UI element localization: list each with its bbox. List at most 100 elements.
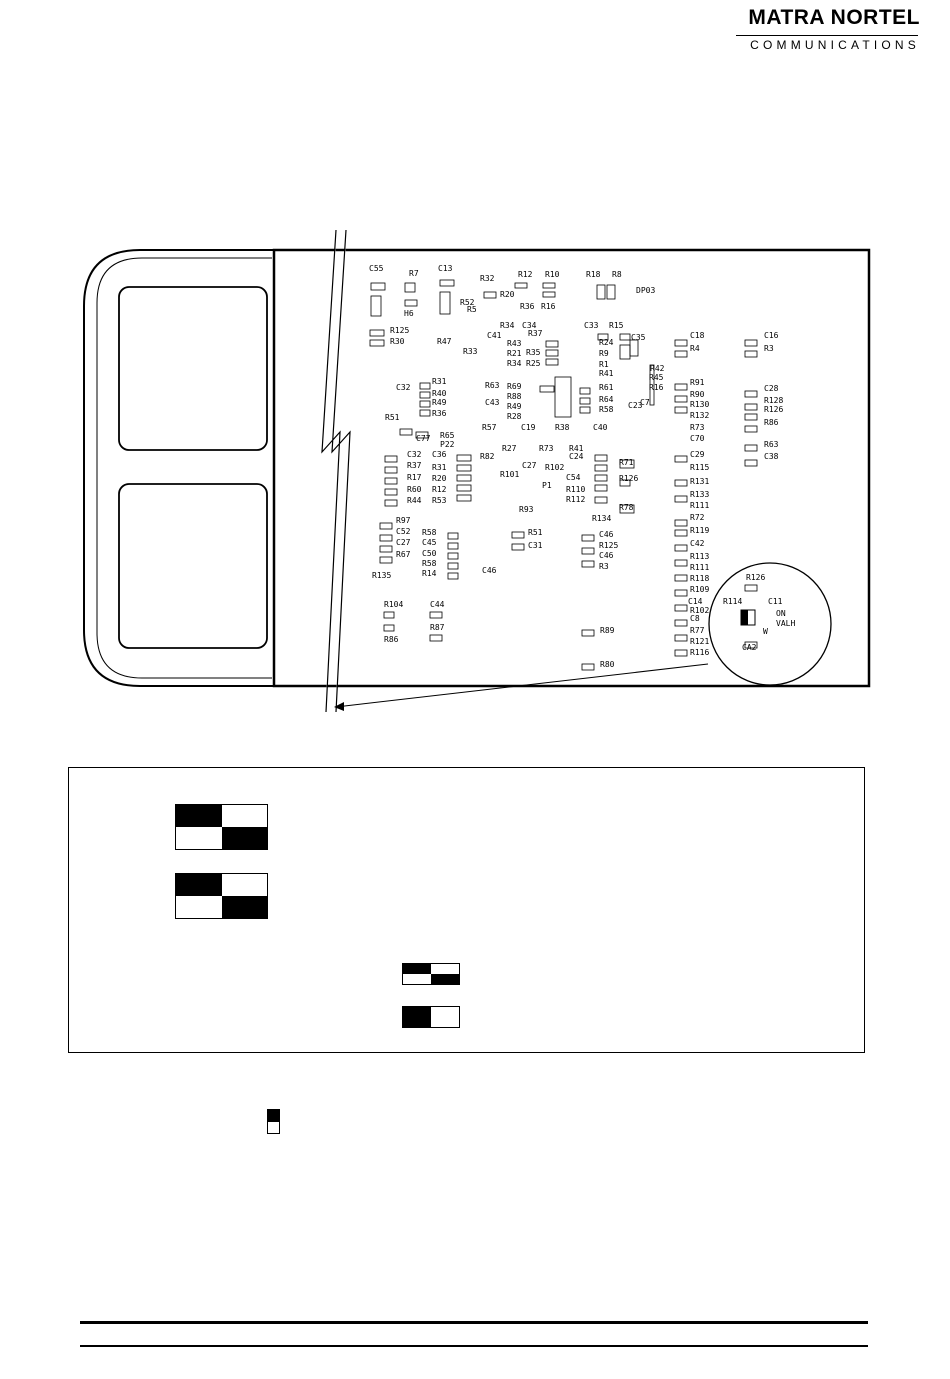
component-label: C8 (690, 614, 700, 623)
component-label: R65 (440, 431, 455, 440)
component-label: R42 (650, 364, 665, 373)
component-label: R116 (690, 648, 709, 657)
component-label: R36 (432, 409, 447, 418)
component-label: R125 (390, 326, 409, 335)
component-pad (545, 349, 559, 357)
component-pad (542, 291, 556, 298)
component-label: R31 (432, 377, 447, 386)
component-pad (439, 291, 451, 315)
component-label: R58 (422, 559, 437, 568)
component-pad (511, 543, 525, 551)
component-label: R101 (500, 470, 519, 479)
component-label: R32 (480, 274, 495, 283)
component-pad (545, 358, 559, 366)
component-label: R131 (690, 477, 709, 486)
component-label: R134 (592, 514, 611, 523)
switch-cell (221, 827, 267, 849)
component-label: R130 (690, 400, 709, 409)
component-label: C32 (407, 450, 422, 459)
component-pad (554, 376, 572, 418)
switch-cell (176, 896, 222, 918)
component-label: R24 (599, 338, 614, 347)
component-pad (447, 552, 459, 560)
component-pad (542, 282, 556, 289)
logo-sub: COMMUNICATIONS (750, 38, 920, 52)
component-pad (744, 339, 758, 347)
component-pad (579, 397, 591, 405)
component-label: C24 (569, 452, 584, 461)
component-label: R72 (690, 513, 705, 522)
component-label: C14 (688, 597, 703, 606)
component-pad (619, 333, 631, 341)
component-label: R128 (764, 396, 783, 405)
component-pad (744, 459, 758, 467)
component-pad (619, 459, 635, 469)
component-pad (456, 484, 472, 492)
component-label: C35 (631, 333, 646, 342)
component-pad (594, 454, 608, 462)
component-pad (744, 584, 758, 592)
zoom-arrowhead (334, 702, 344, 711)
component-label: R110 (566, 485, 585, 494)
switch-cell (221, 896, 267, 918)
component-label: C7 (640, 398, 650, 407)
component-label: C46 (599, 551, 614, 560)
zoom-arrow (335, 663, 709, 708)
component-pad (419, 400, 431, 408)
component-label: R102 (545, 463, 564, 472)
footnote-switch-symbol (267, 1109, 280, 1134)
component-pad (674, 559, 688, 567)
zoom-circle (708, 562, 832, 686)
logo-main: MATRA NORTEL (748, 6, 920, 29)
component-pad (379, 545, 393, 553)
component-pad (606, 284, 616, 300)
component-pad (456, 474, 472, 482)
component-pad (456, 454, 472, 462)
component-label: VALH (776, 619, 795, 628)
bezel-inner (96, 257, 272, 679)
switch-cell (403, 974, 431, 984)
component-label: R112 (566, 495, 585, 504)
component-label: P22 (440, 440, 455, 449)
component-label: R16 (649, 383, 664, 392)
component-pad (674, 479, 688, 487)
switch-setting-4 (402, 1006, 460, 1028)
component-label: R3 (764, 344, 774, 353)
component-label: R61 (599, 383, 614, 392)
component-pad (619, 344, 631, 360)
component-label: R126 (746, 573, 765, 582)
component-label: R86 (384, 635, 399, 644)
component-label: R38 (555, 423, 570, 432)
component-pad (384, 466, 398, 474)
switch-cell (176, 805, 222, 827)
component-label: R20 (500, 290, 515, 299)
component-label: R34 (507, 359, 522, 368)
component-label: R58 (422, 528, 437, 537)
component-label: R126 (764, 405, 783, 414)
component-label: R43 (507, 339, 522, 348)
component-label: C27 (522, 461, 537, 470)
switch-cell (431, 964, 459, 974)
component-pad (419, 382, 431, 390)
component-label: R25 (526, 359, 541, 368)
component-label: C16 (764, 331, 779, 340)
component-label: P1 (542, 481, 552, 490)
component-label: R114 (723, 597, 742, 606)
component-label: R41 (569, 444, 584, 453)
component-label: R53 (432, 496, 447, 505)
component-label: R3 (599, 562, 609, 571)
component-label: R51 (385, 413, 400, 422)
component-label: R58 (599, 405, 614, 414)
switch-cell (221, 874, 267, 896)
component-label: R8 (612, 270, 622, 279)
switch-cell (221, 805, 267, 827)
component-pad (744, 444, 758, 452)
component-label: R132 (690, 411, 709, 420)
component-label: R12 (518, 270, 533, 279)
component-label: R126 (619, 474, 638, 483)
switch-detail-fill (741, 610, 748, 625)
component-label: C70 (690, 434, 705, 443)
component-label: W (763, 627, 768, 636)
component-label: R80 (600, 660, 615, 669)
